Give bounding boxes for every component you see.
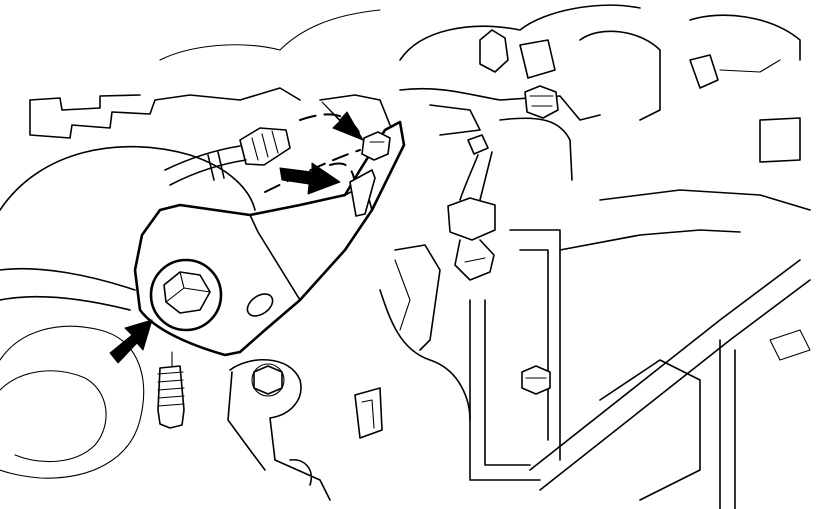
housing-bolt — [521, 365, 551, 395]
linkage-rod — [447, 117, 573, 281]
main-bolt — [149, 258, 223, 332]
arrow-icon — [109, 101, 364, 364]
lower-flange — [227, 359, 383, 501]
engine-housing-left — [0, 9, 381, 479]
top-hex-nut — [524, 85, 559, 119]
oil-pan-housing — [469, 189, 811, 509]
middle-housing — [379, 244, 471, 421]
hose-and-connector — [164, 127, 291, 186]
upper-fittings — [319, 4, 801, 163]
stud-bolt — [157, 351, 185, 429]
